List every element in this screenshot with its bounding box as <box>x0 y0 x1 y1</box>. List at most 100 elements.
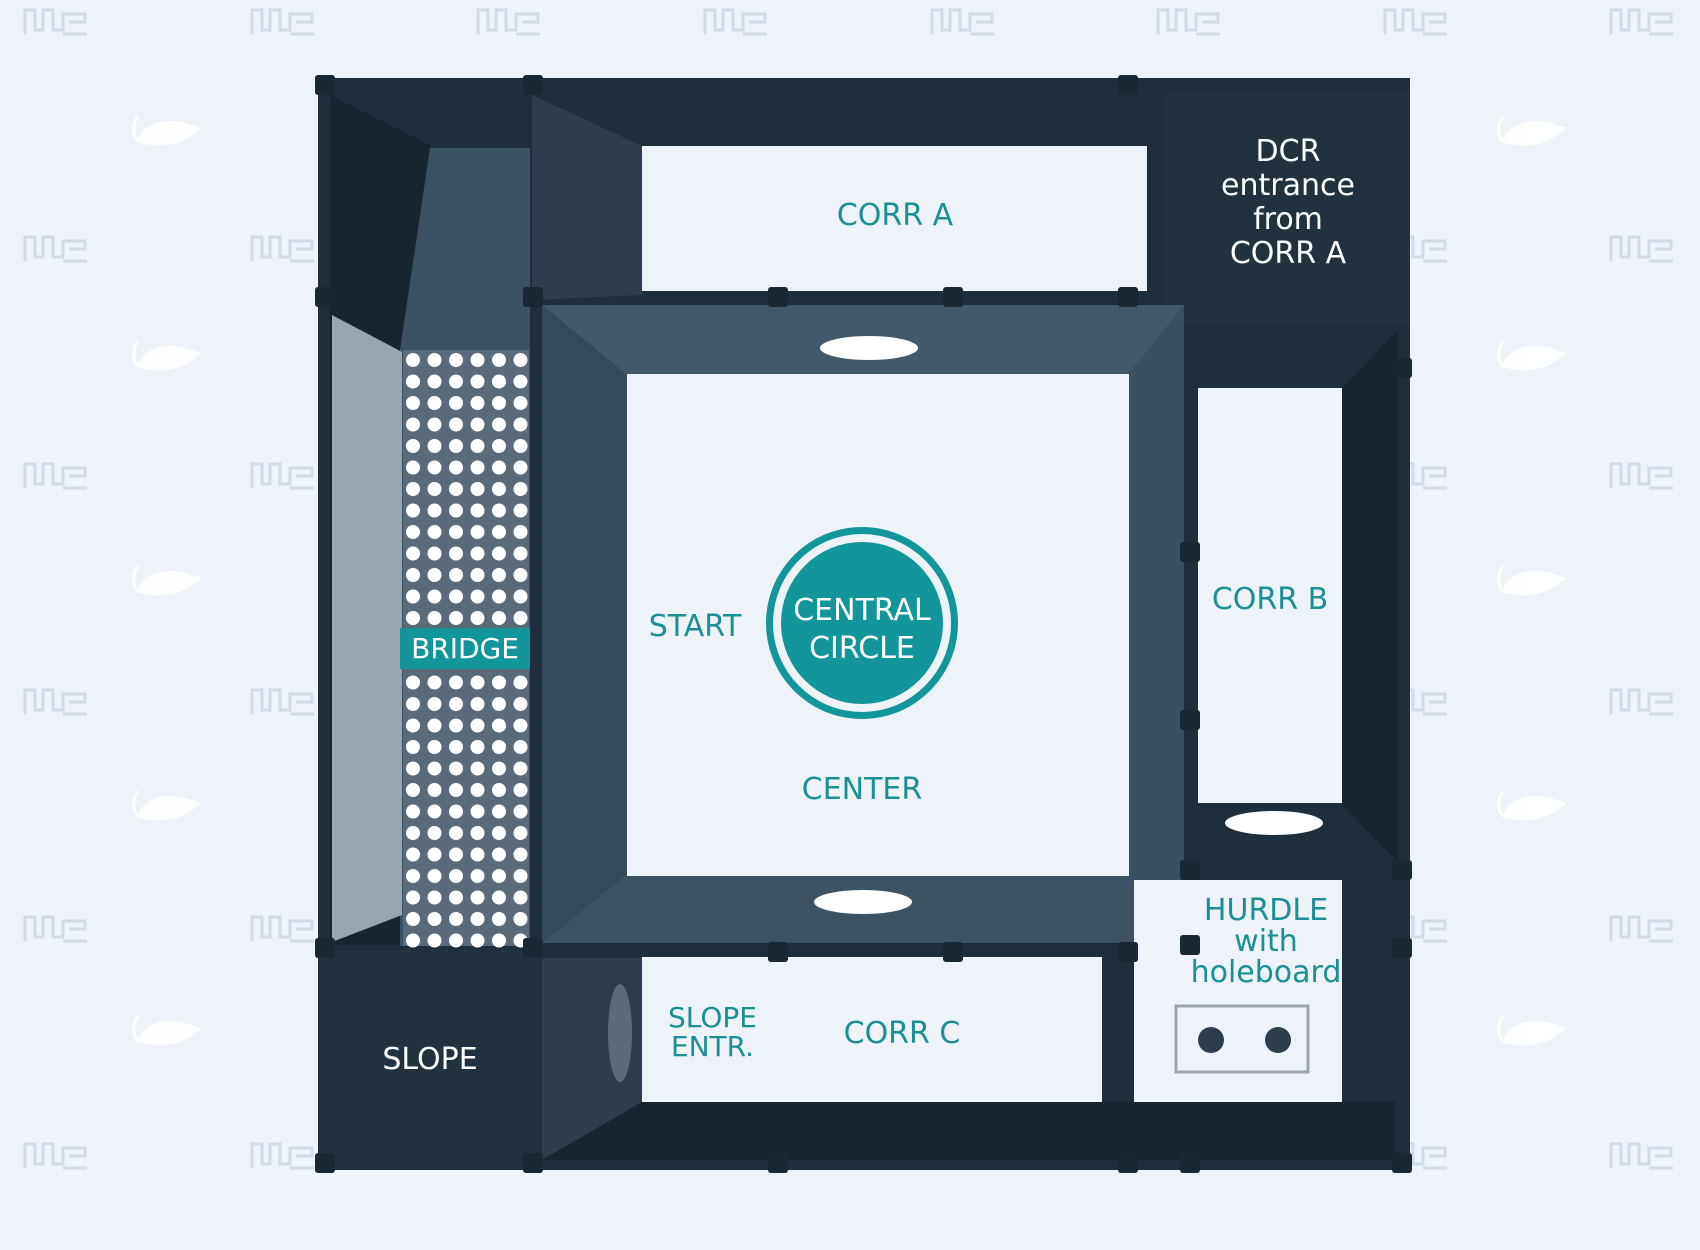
connector-joint <box>768 1153 788 1173</box>
bridge-hole <box>449 503 463 518</box>
bridge-hole <box>492 912 506 926</box>
bridge-hole <box>427 718 442 733</box>
bridge-hole <box>470 374 485 389</box>
central-circle-line-2: CIRCLE <box>809 631 915 666</box>
maze-engineers-logo-icon <box>1609 235 1673 263</box>
bridge-hole <box>513 417 528 432</box>
bridge-hole <box>406 611 420 625</box>
mouse-icon <box>132 340 202 371</box>
bridge-hole <box>427 589 442 604</box>
bridge-hole <box>492 761 506 776</box>
bridge-hole <box>492 847 506 862</box>
bridge-hole <box>449 804 463 819</box>
bridge-hole <box>406 374 420 389</box>
bridge-hole <box>470 417 485 432</box>
bridge-hole <box>406 675 420 690</box>
dcr-label-line-1: DCR <box>1255 134 1321 169</box>
bridge-hole <box>427 826 442 840</box>
bridge-hole <box>492 460 506 475</box>
bridge-hole <box>406 353 420 367</box>
bridge-hole <box>470 482 485 496</box>
bridge-hole <box>427 697 442 711</box>
maze-engineers-logo-icon <box>250 1142 314 1170</box>
center-bevel-left <box>542 305 626 943</box>
maze-engineers-logo-icon <box>250 8 314 36</box>
bridge-hole <box>406 439 420 453</box>
center-label: CENTER <box>801 772 923 807</box>
bridge-hole <box>427 396 442 410</box>
dcr-box <box>1164 94 1410 326</box>
bridge-hole <box>449 869 463 883</box>
bridge-hole <box>449 396 463 410</box>
mouse-icon <box>1497 1015 1567 1046</box>
bridge-hole <box>492 374 506 389</box>
maze-engineers-logo-icon <box>476 8 540 36</box>
bridge-hole <box>406 761 420 776</box>
bridge-hole <box>492 417 506 432</box>
bridge-hole <box>492 890 506 905</box>
bridge-hole <box>427 439 442 453</box>
slope-entrance-line-1: SLOPE <box>668 1001 757 1034</box>
maze-engineers-logo-icon <box>23 915 87 943</box>
bridge-hole <box>406 783 420 797</box>
corr-c-label: CORR C <box>843 1016 961 1051</box>
hurdle-label-line-3: holeboard <box>1190 955 1342 990</box>
bridge-hole <box>470 912 485 926</box>
bridge-hole <box>427 675 442 690</box>
bridge-hole <box>470 675 485 690</box>
hurdle-label-line-1: HURDLE <box>1203 893 1329 928</box>
bridge-hole <box>470 847 485 862</box>
bridge-hole <box>406 740 420 754</box>
bridge-hole <box>513 826 528 840</box>
slope-side-panel <box>332 315 402 942</box>
bridge-hole <box>513 912 528 926</box>
dcr-label: DCR entrance from CORR A <box>1188 135 1388 271</box>
bridge-hole <box>427 783 442 797</box>
connector-joint <box>1118 75 1138 95</box>
bridge-hole <box>449 546 463 561</box>
connector-joint <box>1118 1153 1138 1173</box>
bridge-hole <box>492 740 506 754</box>
bridge-hole <box>513 783 528 797</box>
bridge-hole <box>406 847 420 862</box>
bridge-hole <box>406 697 420 711</box>
slope-label: SLOPE <box>382 1042 478 1077</box>
bridge-hole <box>492 718 506 733</box>
connector-joint <box>315 287 335 307</box>
bridge-hole <box>406 804 420 819</box>
bridge-hole <box>449 826 463 840</box>
center-top-hole <box>820 336 918 360</box>
connector-joint <box>768 287 788 307</box>
connector-joint <box>1180 1153 1200 1173</box>
connector-joint <box>943 287 963 307</box>
bridge-hole <box>427 761 442 776</box>
bridge-hole <box>470 503 485 518</box>
bridge-hole <box>427 568 442 582</box>
bridge-hole <box>513 804 528 819</box>
bridge-hole <box>427 740 442 754</box>
hurdle-label: HURDLE with holeboard <box>1166 895 1366 988</box>
hurdle-label-line-2: with <box>1234 924 1298 959</box>
maze-engineers-logo-icon <box>250 462 314 490</box>
holeboard-hole-right <box>1265 1027 1291 1053</box>
connector-joint <box>943 942 963 962</box>
bridge-hole <box>406 933 420 948</box>
bridge-hole <box>513 740 528 754</box>
connector-joint <box>523 75 543 95</box>
bridge-hole <box>470 546 485 561</box>
bridge-hole <box>492 804 506 819</box>
bridge-hole <box>513 697 528 711</box>
central-circle-label: CENTRAL CIRCLE <box>772 592 952 668</box>
mouse-icon <box>132 115 202 146</box>
bridge-hole <box>470 589 485 604</box>
connector-joint <box>315 1153 335 1173</box>
bridge-hole <box>513 525 528 539</box>
connector-joint <box>315 938 335 958</box>
corr-b-wall-right <box>1342 330 1398 862</box>
bridge-hole <box>513 675 528 690</box>
bridge-hole <box>406 417 420 432</box>
holeboard-hole-left <box>1198 1027 1224 1053</box>
bridge-hole <box>470 740 485 754</box>
maze-engineers-logo-icon <box>1609 1142 1673 1170</box>
bridge-hole <box>492 546 506 561</box>
